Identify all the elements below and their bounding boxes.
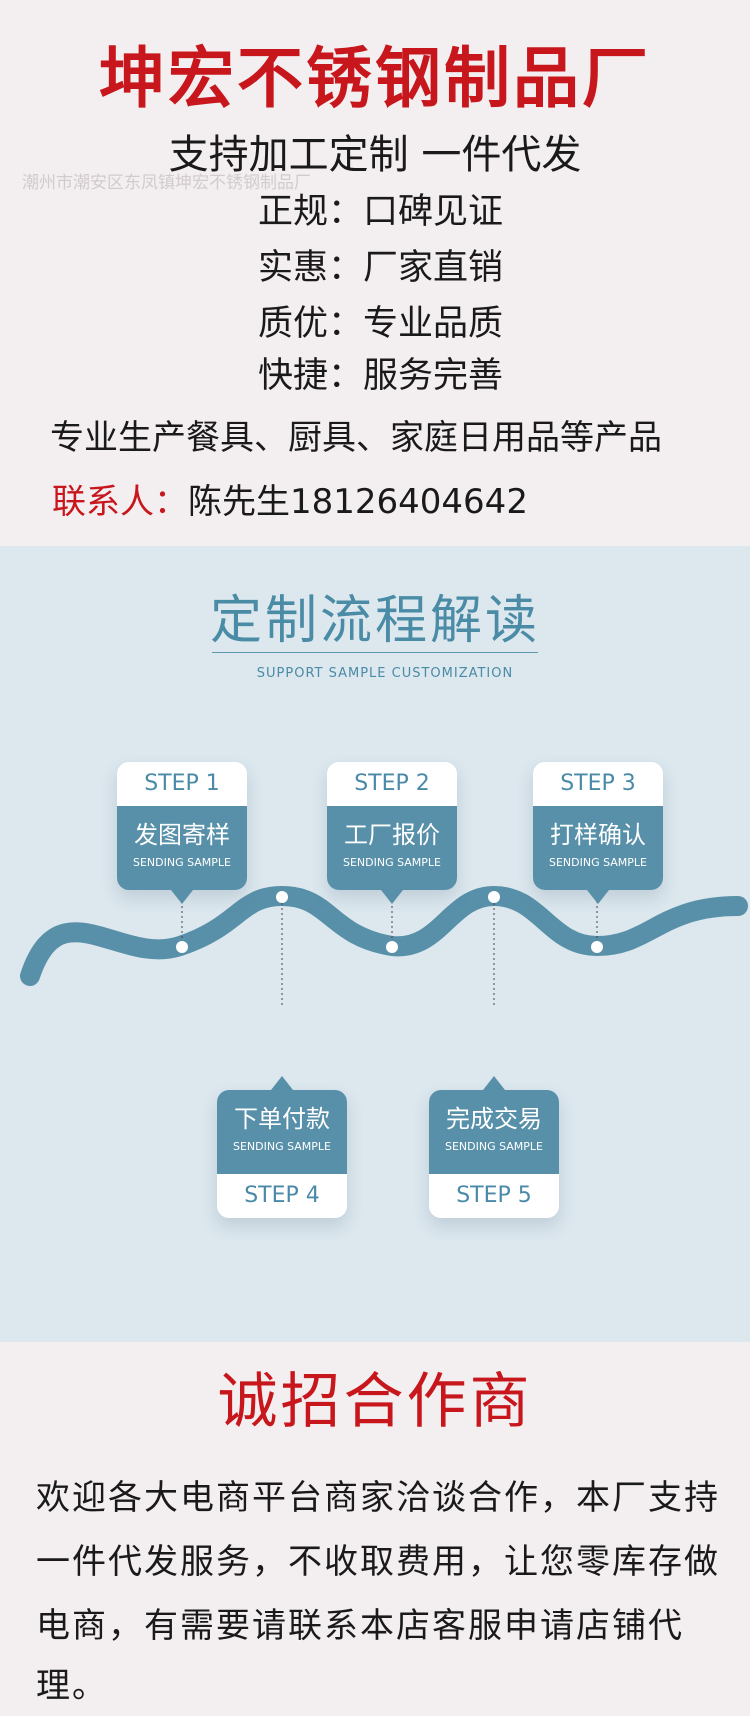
title-underline — [212, 652, 538, 653]
step-pointer — [271, 1076, 293, 1090]
process-section: 定制流程解读 SUPPORT SAMPLE CUSTOMIZATION STEP… — [0, 546, 750, 1342]
tagline: 支持加工定制 一件代发 — [168, 132, 582, 178]
invite-line: 电商，有需要请联系本店客服申请店铺代理。 — [36, 1606, 684, 1706]
feature-label: 正规： — [258, 192, 364, 232]
feature-label: 质优： — [258, 304, 364, 344]
invite-section: 诚招合作商 欢迎各大电商平台商家洽谈合作，本厂支持 一件代发服务，不收取费用，让… — [0, 1342, 750, 1706]
feature-line: 实惠：厂家直销 — [258, 244, 503, 292]
process-title: 定制流程解读 — [209, 591, 540, 651]
step-body: 下单付款 SENDING SAMPLE — [217, 1090, 347, 1174]
step-pointer — [381, 890, 403, 904]
process-subtitle: SUPPORT SAMPLE CUSTOMIZATION — [256, 666, 514, 681]
step-english: SENDING SAMPLE — [232, 1140, 332, 1153]
step-name: 打样确认 — [550, 821, 646, 849]
step-english: SENDING SAMPLE — [548, 856, 648, 869]
feature-label: 快捷： — [258, 356, 364, 396]
step-body: 完成交易 SENDING SAMPLE — [429, 1090, 559, 1174]
feature-value: 专业品质 — [363, 304, 504, 344]
wave-path — [20, 885, 748, 986]
feature-value: 服务完善 — [363, 356, 504, 396]
step-number: STEP 3 — [560, 771, 636, 796]
invite-title: 诚招合作商 — [217, 1367, 533, 1437]
step-name: 发图寄样 — [134, 821, 230, 849]
wave-dot — [488, 891, 500, 903]
contact-line: 联系人：陈先生18126404642 — [52, 478, 528, 526]
feature-line: 正规：口碑见证 — [258, 188, 503, 236]
step-body: 打样确认 SENDING SAMPLE — [533, 806, 663, 890]
step-english: SENDING SAMPLE — [132, 856, 232, 869]
wave-dot — [176, 941, 188, 953]
feature-label: 实惠： — [258, 248, 364, 288]
wave-dot — [386, 941, 398, 953]
step-card-5: 完成交易 SENDING SAMPLE STEP 5 — [429, 1090, 559, 1218]
contact-value: 陈先生18126404642 — [188, 482, 528, 522]
step-english: SENDING SAMPLE — [342, 856, 442, 869]
step-card-4: 下单付款 SENDING SAMPLE STEP 4 — [217, 1090, 347, 1218]
step-body: 发图寄样 SENDING SAMPLE — [117, 806, 247, 890]
feature-value: 厂家直销 — [363, 248, 504, 288]
feature-value: 口碑见证 — [363, 192, 504, 232]
feature-line: 快捷：服务完善 — [258, 352, 503, 400]
step-number: STEP 1 — [144, 771, 220, 796]
invite-line: 欢迎各大电商平台商家洽谈合作，本厂支持 — [36, 1478, 720, 1518]
process-wave — [20, 856, 748, 1006]
step-name: 工厂报价 — [344, 821, 440, 849]
step-english: SENDING SAMPLE — [444, 1140, 544, 1153]
factory-header: 坤宏不锈钢制品厂 支持加工定制 一件代发 潮州市潮安区东凤镇坤宏不锈钢制品厂 正… — [0, 0, 750, 546]
step-name: 完成交易 — [446, 1105, 542, 1133]
step-card-2: STEP 2 工厂报价 SENDING SAMPLE — [327, 762, 457, 890]
step-pointer — [171, 890, 193, 904]
products-description: 专业生产餐具、厨具、家庭日用品等产品 — [50, 418, 662, 458]
watermark-text: 潮州市潮安区东凤镇坤宏不锈钢制品厂 — [22, 173, 311, 193]
step-pointer — [483, 1076, 505, 1090]
step-number: STEP 2 — [354, 771, 430, 796]
invite-line: 一件代发服务，不收取费用，让您零库存做 — [36, 1542, 720, 1582]
feature-line: 质优：专业品质 — [258, 300, 503, 348]
factory-name: 坤宏不锈钢制品厂 — [99, 40, 651, 117]
step-body: 工厂报价 SENDING SAMPLE — [327, 806, 457, 890]
step-name: 下单付款 — [234, 1105, 330, 1133]
step-card-3: STEP 3 打样确认 SENDING SAMPLE — [533, 762, 663, 890]
step-number: STEP 5 — [456, 1183, 532, 1208]
step-pointer — [587, 890, 609, 904]
wave-dot — [276, 891, 288, 903]
step-card-1: STEP 1 发图寄样 SENDING SAMPLE — [117, 762, 247, 890]
contact-label: 联系人： — [52, 482, 188, 522]
step-number: STEP 4 — [244, 1183, 320, 1208]
wave-dot — [591, 941, 603, 953]
